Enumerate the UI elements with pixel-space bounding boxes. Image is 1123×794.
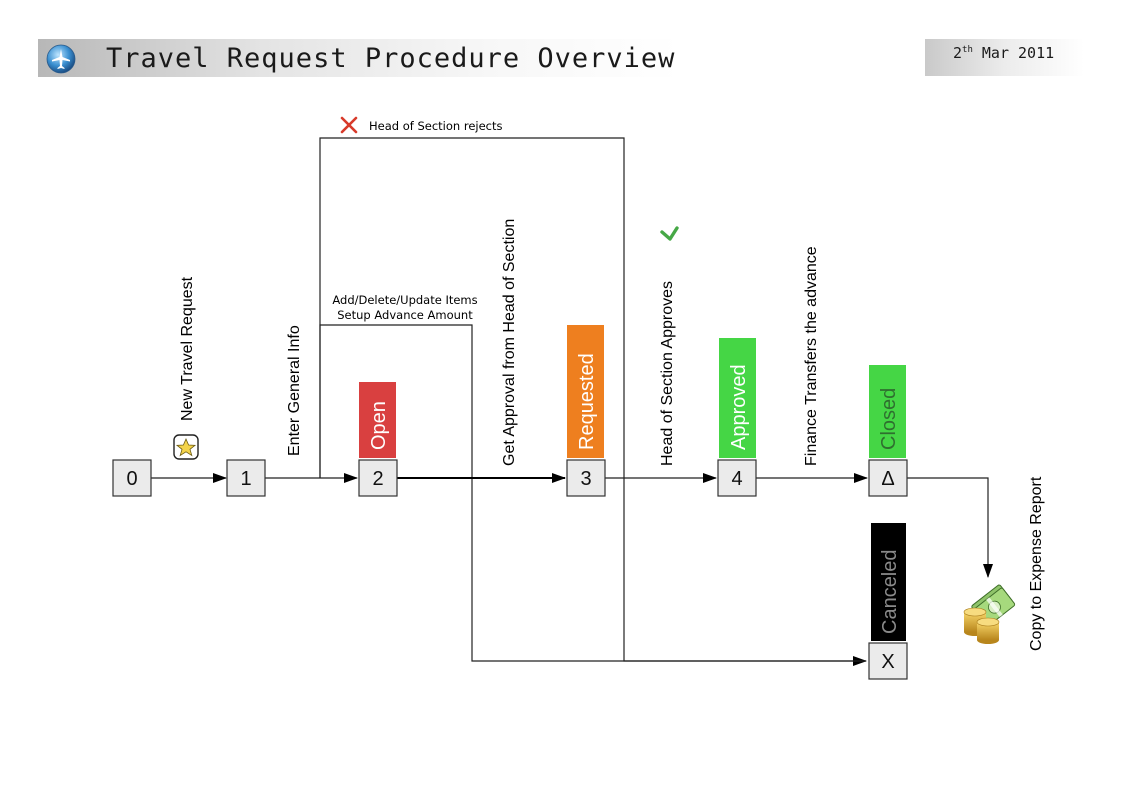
status-approved-label: Approved	[728, 364, 750, 450]
node-3[interactable]: 3	[566, 459, 606, 497]
status-canceled-bar	[871, 523, 906, 641]
node-2[interactable]: 2	[358, 459, 398, 497]
edge-closed-expense	[907, 477, 993, 578]
label-finance-transfers: Finance Transfers the advance	[803, 246, 820, 466]
page-title: Travel Request Procedure Overview	[106, 43, 676, 74]
node-canceled[interactable]: X	[868, 642, 908, 680]
label-get-approval: Get Approval from Head of Section	[501, 219, 518, 466]
node-4-label: 4	[731, 468, 742, 490]
label-items-line1: Add/Delete/Update Items	[332, 293, 477, 307]
edge-items-loop	[319, 324, 866, 662]
date-bar: 2th Mar 2011	[925, 39, 1084, 76]
label-head-approves: Head of Section Approves	[659, 281, 676, 466]
node-closed[interactable]: Δ	[868, 459, 908, 497]
status-canceled: Canceled	[871, 523, 906, 641]
status-requested: Requested	[567, 325, 604, 458]
status-open-bar	[359, 382, 396, 458]
status-requested-label: Requested	[576, 353, 598, 450]
node-1[interactable]: 1	[226, 459, 266, 497]
label-new-travel-request: New Travel Request	[179, 276, 196, 421]
status-approved-bar	[719, 338, 756, 458]
green-check-icon	[660, 226, 679, 241]
node-1-label: 1	[240, 468, 251, 490]
label-items-line2: Setup Advance Amount	[337, 308, 473, 322]
status-closed-label: Closed	[878, 388, 900, 450]
node-3-label: 3	[580, 468, 591, 490]
money-coins-icon	[963, 584, 1016, 644]
status-approved: Approved	[719, 338, 756, 458]
status-canceled-label: Canceled	[879, 549, 901, 634]
status-closed: Closed	[869, 365, 906, 458]
node-0[interactable]: 0	[112, 459, 152, 497]
status-open-label: Open	[368, 401, 390, 450]
status-requested-bar	[567, 325, 604, 458]
airplane-globe-icon	[46, 44, 76, 74]
date-label: 2th Mar 2011	[953, 44, 1054, 62]
node-0-label: 0	[126, 468, 137, 490]
node-2-label: 2	[372, 468, 383, 490]
status-open: Open	[359, 382, 396, 458]
status-closed-bar	[869, 365, 906, 458]
label-copy-expense: Copy to Expense Report	[1028, 476, 1045, 651]
star-badge-icon	[173, 434, 199, 460]
label-head-rejects: Head of Section rejects	[369, 119, 503, 133]
node-canceled-label: X	[881, 651, 894, 673]
title-bar: Travel Request Procedure Overview	[38, 39, 680, 77]
date-day: 2	[953, 44, 963, 62]
node-closed-label: Δ	[881, 468, 894, 490]
date-suffix: th	[962, 45, 973, 55]
date-rest: Mar 2011	[981, 44, 1055, 62]
node-4[interactable]: 4	[717, 459, 757, 497]
red-x-icon	[340, 116, 358, 134]
label-enter-general-info: Enter General Info	[286, 325, 303, 456]
